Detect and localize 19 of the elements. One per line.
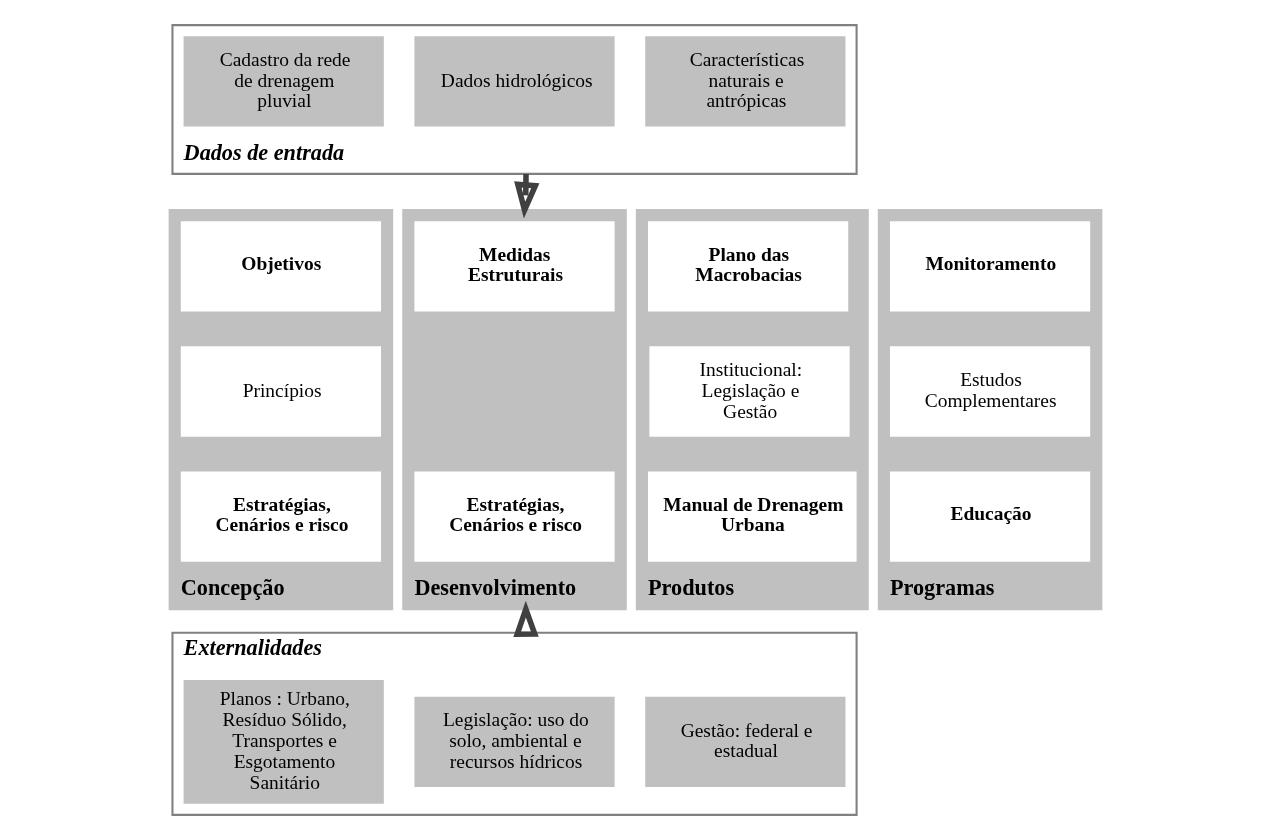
node-box: Estratégias, Cenários e risco xyxy=(413,471,615,562)
node-box: Estratégias, Cenários e risco xyxy=(180,471,381,562)
node-box: Planos : Urbano, Resíduo Sólido, Transportes e Esgotamento Sanitário xyxy=(183,680,384,804)
node-box: Educação xyxy=(889,471,1090,562)
arrow xyxy=(513,173,539,219)
node-box: Monitoramento xyxy=(889,221,1090,312)
node-box: Gestão: federal e estadual xyxy=(644,696,845,788)
node-box: Objetivos xyxy=(180,221,381,312)
node-box: Institucional: Legislação e Gestão xyxy=(648,346,850,437)
node-box: Cadastro da rede de drenagem pluvial xyxy=(183,36,384,127)
node-box: Plano das Macrobacias xyxy=(647,221,848,312)
node-box: Características naturais e antrópicas xyxy=(644,36,845,127)
node-box: Manual de Drenagem Urbana xyxy=(647,471,857,562)
node-box: Princípios xyxy=(180,346,381,437)
node-box: Estudos Complementares xyxy=(889,346,1090,437)
node-box: Legislação: uso do solo, ambiental e recursos hídricos xyxy=(413,696,615,788)
arrow xyxy=(512,600,539,637)
node-box: Dados hidrológicos xyxy=(413,36,615,127)
node-box: Medidas Estruturais xyxy=(413,221,615,312)
